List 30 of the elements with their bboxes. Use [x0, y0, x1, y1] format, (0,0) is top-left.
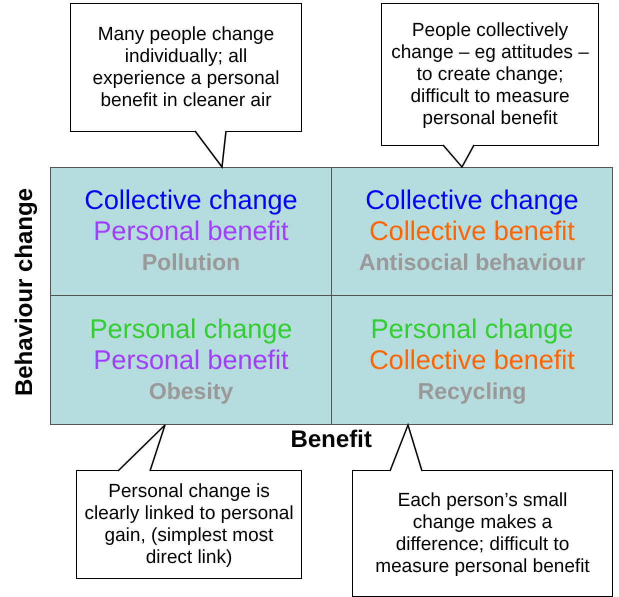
- example-text: Recycling: [418, 376, 526, 406]
- change-type-text: Collective change: [365, 185, 579, 216]
- example-text: Antisocial behaviour: [358, 248, 586, 277]
- matrix-quadrant: [331, 295, 613, 425]
- change-type-text: Personal change: [90, 314, 292, 344]
- matrix-quadrant: [50, 295, 332, 425]
- callout-text: Many people change individually; all experience a personal benefit in cleaner air: [92, 24, 280, 112]
- change-type-text: Personal change: [370, 314, 574, 344]
- speech-bubble: [70, 3, 302, 132]
- callout-pointer: [442, 144, 475, 168]
- speech-bubble: [352, 470, 613, 597]
- matrix-quadrant: [50, 167, 332, 296]
- callout-text: Personal change is clearly linked to personal gain, (simplest most direct link): [83, 480, 295, 568]
- matrix-quadrant: [331, 167, 613, 296]
- callout-text: People collectively change – eg attitudes – to create change; difficult to measure personal benefit: [390, 20, 590, 130]
- callout-text: Each person’s small change makes a difference; difficult to measure personal benefit: [374, 490, 591, 578]
- example-text: Pollution: [142, 248, 240, 277]
- callout-pointer: [389, 422, 423, 472]
- benefit-type-text: Collective benefit: [369, 216, 575, 247]
- benefit-type-text: Personal benefit: [93, 344, 289, 376]
- change-type-text: Collective change: [84, 185, 298, 216]
- speech-bubble: [381, 3, 599, 146]
- axis-title: Behaviour change: [11, 188, 40, 396]
- benefit-type-text: Personal benefit: [93, 216, 289, 247]
- benefit-type-text: Collective benefit: [369, 344, 575, 376]
- speech-bubble: [76, 470, 302, 579]
- example-text: Obesity: [148, 376, 234, 406]
- callout-pointer: [117, 424, 166, 472]
- callout-pointer: [194, 130, 227, 169]
- axis-title: Benefit: [290, 426, 372, 454]
